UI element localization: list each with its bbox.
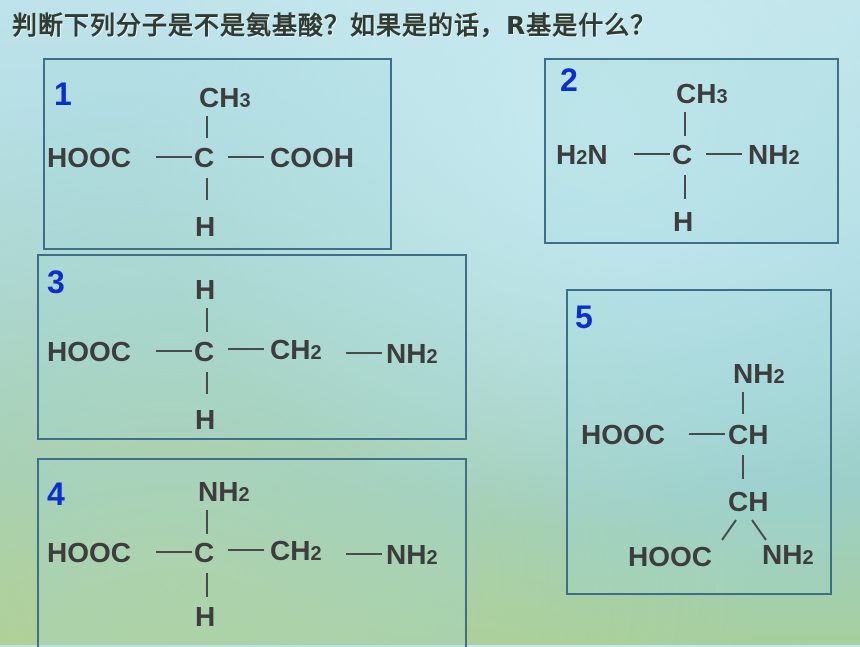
molecule-3-bond-top (206, 308, 208, 332)
molecule-5-left-group: HOOC (581, 419, 665, 450)
molecule-1-number: 1 (54, 76, 72, 112)
molecule-3-bond-bottom (206, 372, 208, 394)
molecule-3-bond-far (346, 352, 382, 354)
molecule-1-bond-right (228, 156, 264, 158)
molecule-3-number: 3 (47, 264, 65, 300)
molecule-4-bottom-group: H (195, 601, 216, 632)
molecule-1-right-group: COOH (270, 142, 354, 173)
molecule-2-box (544, 58, 839, 244)
molecule-3-bond-left (156, 350, 192, 352)
molecule-3-far-group: NH2 (386, 338, 438, 369)
molecule-2-bond-right (706, 153, 742, 155)
molecule-5-middle-atom: CH (728, 486, 769, 517)
molecule-1-bond-left (156, 156, 192, 158)
molecule-4-bond-top (206, 510, 208, 534)
molecule-1-box (43, 58, 392, 250)
molecule-5-bond-top (742, 392, 744, 414)
molecule-4-bond-left (156, 551, 192, 553)
molecule-5-bond-left (689, 433, 725, 435)
molecule-3-box (37, 254, 467, 440)
molecule-5-box (566, 289, 832, 595)
molecule-4-bond-right (228, 549, 264, 551)
molecule-5-top-group: NH2 (733, 358, 785, 389)
molecule-1-left-group: HOOC (47, 142, 131, 173)
molecule-4-bond-far (346, 553, 382, 555)
molecule-2-right-group: NH2 (748, 139, 800, 170)
molecule-1-bond-bottom (206, 178, 208, 200)
molecule-3-center-atom: C (194, 336, 215, 367)
molecule-4-left-group: HOOC (47, 537, 131, 568)
molecule-5-center-atom: CH (728, 419, 769, 450)
molecule-5-lower-right-group: NH2 (762, 539, 814, 570)
molecule-4-center-atom: C (194, 537, 215, 568)
molecule-1-bottom-group: H (195, 211, 216, 242)
molecule-2-bottom-group: H (673, 206, 694, 237)
question-title: 判断下列分子是不是氨基酸？如果是的话，R基是什么？ (12, 11, 657, 40)
molecule-4-top-group: NH2 (198, 476, 250, 507)
molecule-4-right-group: CH2 (270, 535, 322, 566)
molecule-1-top-group: CH3 (199, 82, 251, 113)
molecule-2-bond-bottom (684, 175, 686, 199)
molecule-1-center-atom: C (194, 142, 215, 173)
molecule-4-far-group: NH2 (386, 539, 438, 570)
molecule-2-number: 2 (560, 62, 578, 98)
molecule-5-number: 5 (575, 299, 593, 335)
molecule-4-bond-bottom (206, 573, 208, 597)
molecule-2-top-group: CH3 (676, 78, 728, 109)
molecule-2-bond-top (684, 112, 686, 136)
molecule-3-top-group: H (195, 274, 216, 305)
molecule-4-box (37, 458, 467, 647)
molecule-3-left-group: HOOC (47, 336, 131, 367)
molecule-2-left-group: H2N (556, 139, 608, 170)
molecule-3-bond-right (228, 348, 264, 350)
molecule-2-bond-left (634, 153, 670, 155)
molecule-2-center-atom: C (672, 139, 693, 170)
molecule-4-number: 4 (47, 476, 65, 512)
molecule-3-right-group: CH2 (270, 334, 322, 365)
molecule-5-lower-left-group: HOOC (628, 541, 712, 572)
molecule-3-bottom-group: H (195, 404, 216, 435)
molecule-5-bond-middle (742, 455, 744, 479)
molecule-1-bond-top (206, 116, 208, 138)
